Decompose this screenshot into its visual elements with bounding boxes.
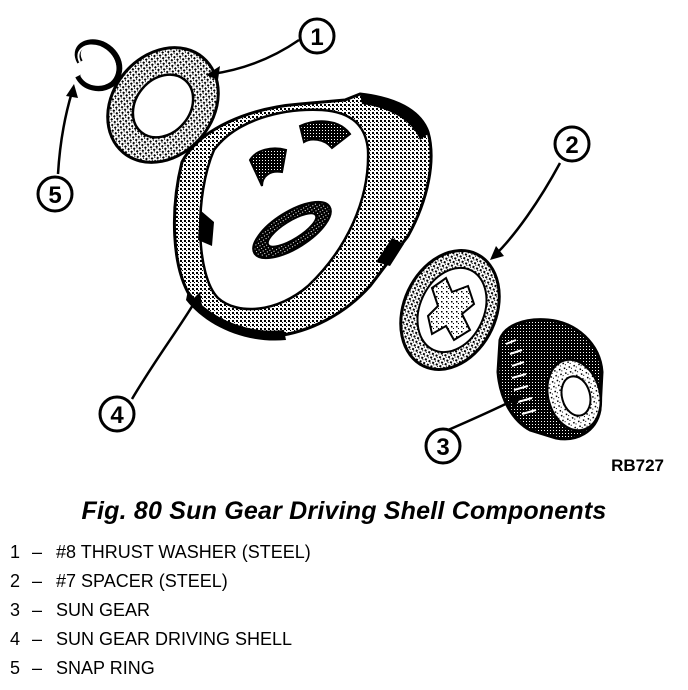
legend-number: 1: [10, 542, 21, 562]
legend-item: 1–#8 THRUST WASHER (STEEL): [10, 538, 311, 567]
legend-dash: –: [32, 658, 43, 678]
arrow-heads: [66, 66, 522, 408]
legend-item: 5–SNAP RING: [10, 654, 311, 683]
spacer-part: [399, 249, 501, 371]
legend-list: 1–#8 THRUST WASHER (STEEL) 2–#7 SPACER (…: [10, 538, 311, 683]
callout-4: 4: [98, 395, 136, 433]
driving-shell-part: [172, 92, 433, 341]
figure-code: RB727: [611, 456, 664, 475]
svg-text:3: 3: [436, 434, 449, 461]
legend-text: SUN GEAR DRIVING SHELL: [56, 629, 293, 649]
callout-2: 2: [553, 125, 591, 163]
legend-item: 4–SUN GEAR DRIVING SHELL: [10, 625, 311, 654]
legend-number: 5: [10, 658, 21, 678]
svg-text:4: 4: [110, 402, 124, 429]
legend-text: #8 THRUST WASHER (STEEL): [56, 542, 311, 562]
figure-caption: Fig. 80 Sun Gear Driving Shell Component…: [81, 497, 607, 525]
legend-dash: –: [32, 542, 43, 562]
legend-item: 3–SUN GEAR: [10, 596, 311, 625]
legend-text: #7 SPACER (STEEL): [56, 571, 228, 591]
snap-ring-part: [74, 39, 123, 92]
sun-gear-part: [496, 318, 604, 441]
legend-dash: –: [32, 600, 43, 620]
legend-number: 4: [10, 629, 21, 649]
legend-text: SUN GEAR: [56, 600, 151, 620]
svg-text:2: 2: [565, 132, 578, 159]
legend-dash: –: [32, 629, 43, 649]
legend-dash: –: [32, 571, 43, 591]
callout-5: 5: [36, 175, 74, 213]
callout-1: 1: [298, 17, 336, 55]
parts-diagram: 1 2 3 4 5 RB727: [36, 17, 664, 475]
legend-number: 3: [10, 600, 21, 620]
thrust-washer-part: [106, 46, 220, 164]
legend-text: SNAP RING: [56, 658, 155, 678]
legend-number: 2: [10, 571, 21, 591]
svg-text:5: 5: [48, 182, 61, 209]
legend-item: 2–#7 SPACER (STEEL): [10, 567, 311, 596]
svg-text:1: 1: [310, 24, 323, 51]
callout-3: 3: [424, 427, 462, 465]
